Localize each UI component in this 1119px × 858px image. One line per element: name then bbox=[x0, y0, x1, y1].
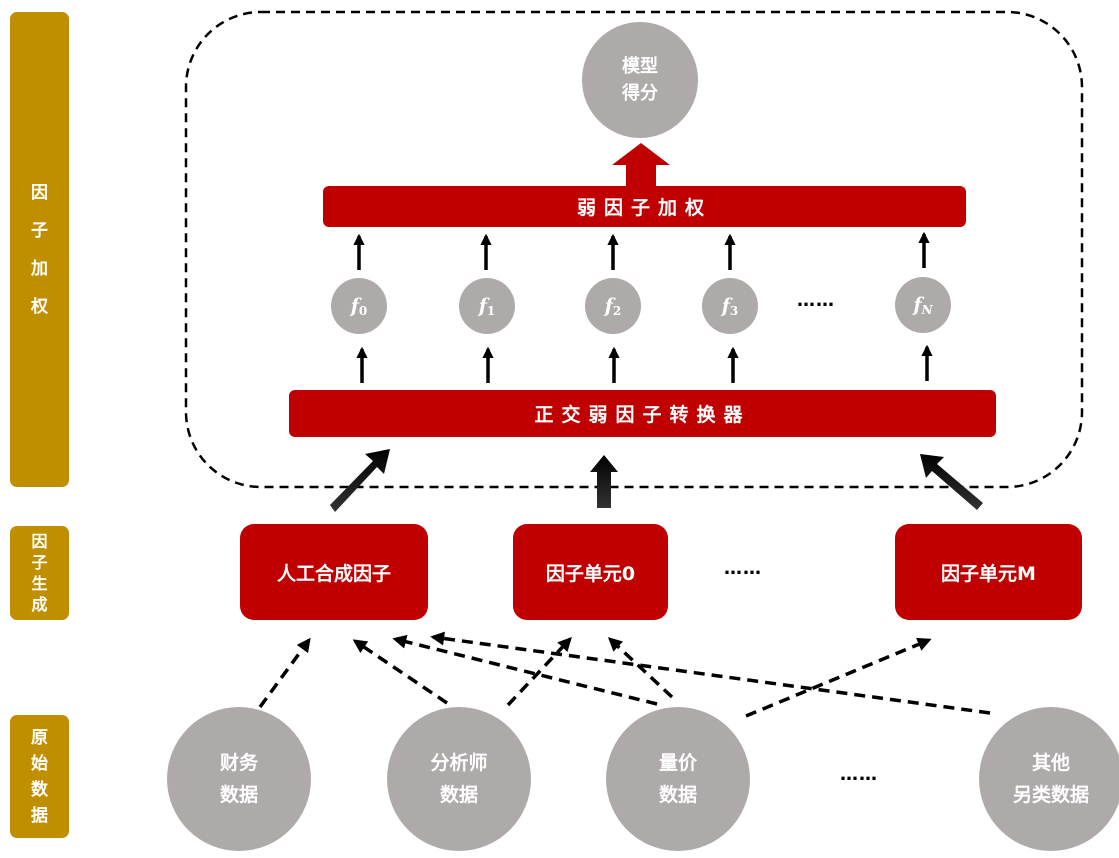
weak-factor-node: f3 bbox=[702, 278, 758, 334]
raw-source-line1: 量价 bbox=[658, 752, 697, 774]
model-score-node: 模型 得分 bbox=[582, 22, 698, 138]
thick-arrow-icon bbox=[330, 449, 390, 512]
factor-to-weighting-arrows bbox=[353, 231, 930, 270]
weak-factor-base: f bbox=[604, 294, 613, 317]
layer-label-char: 数 bbox=[31, 779, 48, 800]
layer-label-char: 子 bbox=[31, 553, 48, 572]
weak-factor-base: f bbox=[350, 294, 359, 317]
orthogonal-converter-label: 正交弱因子转换器 bbox=[534, 404, 751, 426]
layer-label-char: 因 bbox=[31, 532, 48, 551]
weak-factor-weighting-label: 弱因子加权 bbox=[576, 197, 712, 219]
thick-arrow-icon bbox=[920, 454, 983, 510]
model-score-line1: 模型 bbox=[622, 56, 658, 77]
layer-label-char: 加 bbox=[31, 258, 48, 279]
weak-factor-sub: N bbox=[921, 302, 933, 317]
factor-unit-label: 人工合成因子 bbox=[276, 562, 391, 585]
orthogonal-converter-bar: 正交弱因子转换器 bbox=[289, 390, 996, 437]
unit-to-converter-arrows bbox=[330, 449, 983, 512]
layer-label-char: 据 bbox=[31, 805, 48, 826]
raw-source-analyst: 分析师 数据 bbox=[387, 707, 531, 851]
weak-factor-sub: 0 bbox=[358, 303, 368, 318]
layer-label-factor-generation: 因 子 生 成 bbox=[10, 526, 69, 620]
raw-source-line2: 数据 bbox=[439, 784, 478, 806]
edge-financial-to-synthetic bbox=[258, 637, 311, 709]
edge-price-to-synthetic bbox=[392, 634, 658, 706]
layer-label-char: 成 bbox=[31, 595, 48, 614]
factor-unit-label: 因子单元M bbox=[941, 562, 1036, 585]
edge-other-to-synthetic bbox=[430, 631, 991, 715]
weak-factor-sub: 1 bbox=[486, 303, 496, 318]
weak-factor-sub: 2 bbox=[612, 303, 622, 318]
layer-label-char: 权 bbox=[31, 296, 48, 317]
weak-factor-base: f bbox=[721, 294, 730, 317]
factor-unit-ellipsis: …… bbox=[724, 558, 762, 579]
layer-label-char: 子 bbox=[31, 220, 48, 241]
raw-source-line2: 数据 bbox=[219, 784, 258, 806]
raw-source-line1: 分析师 bbox=[430, 752, 488, 774]
raw-source-ellipsis: …… bbox=[840, 764, 878, 785]
raw-source-financial: 财务 数据 bbox=[167, 707, 311, 851]
layer-label-factor-weighting: 因 子 加 权 bbox=[10, 12, 69, 487]
raw-source-line2: 数据 bbox=[658, 784, 697, 806]
layer-label-char: 因 bbox=[31, 182, 48, 203]
edge-price-to-unit0 bbox=[607, 637, 674, 699]
weak-factor-weighting-bar: 弱因子加权 bbox=[323, 186, 966, 227]
converter-to-factor-arrows bbox=[356, 344, 933, 383]
weak-factor-base: f bbox=[913, 293, 922, 316]
edge-analyst-to-synthetic bbox=[352, 639, 448, 705]
raw-source-price-volume: 量价 数据 bbox=[606, 707, 750, 851]
score-arrow-icon bbox=[612, 143, 670, 187]
edge-analyst-to-unit0 bbox=[506, 636, 572, 707]
layer-label-raw-data: 原 始 数 据 bbox=[10, 715, 69, 838]
weak-factor-sub: 3 bbox=[729, 303, 739, 318]
raw-source-line1: 其他 bbox=[1031, 752, 1070, 774]
weak-factor-node: f2 bbox=[585, 278, 641, 334]
model-score-line2: 得分 bbox=[622, 83, 658, 104]
weak-factor-ellipsis: …… bbox=[797, 290, 835, 311]
data-to-unit-edges bbox=[258, 631, 991, 718]
weak-factor-node: f1 bbox=[459, 278, 515, 334]
edge-price-to-unitM bbox=[745, 637, 932, 718]
weak-factor-base: f bbox=[478, 294, 487, 317]
factor-unit-0: 因子单元0 bbox=[513, 524, 668, 620]
factor-unit-synthetic: 人工合成因子 bbox=[240, 524, 428, 620]
layer-label-char: 始 bbox=[31, 753, 48, 774]
factor-unit-label: 因子单元0 bbox=[545, 562, 636, 585]
layer-label-char: 原 bbox=[31, 727, 48, 748]
layer-label-char: 生 bbox=[31, 574, 48, 593]
thick-arrow-icon bbox=[590, 455, 618, 508]
raw-source-line2: 另类数据 bbox=[1012, 784, 1089, 806]
weak-factor-node: f0 bbox=[331, 278, 387, 334]
factor-unit-m: 因子单元M bbox=[895, 524, 1082, 620]
weighting-layer-boundary bbox=[184, 10, 1084, 489]
raw-source-alternative: 其他 另类数据 bbox=[979, 707, 1119, 851]
raw-source-line1: 财务 bbox=[219, 752, 258, 774]
weak-factor-node: fN bbox=[895, 277, 951, 333]
